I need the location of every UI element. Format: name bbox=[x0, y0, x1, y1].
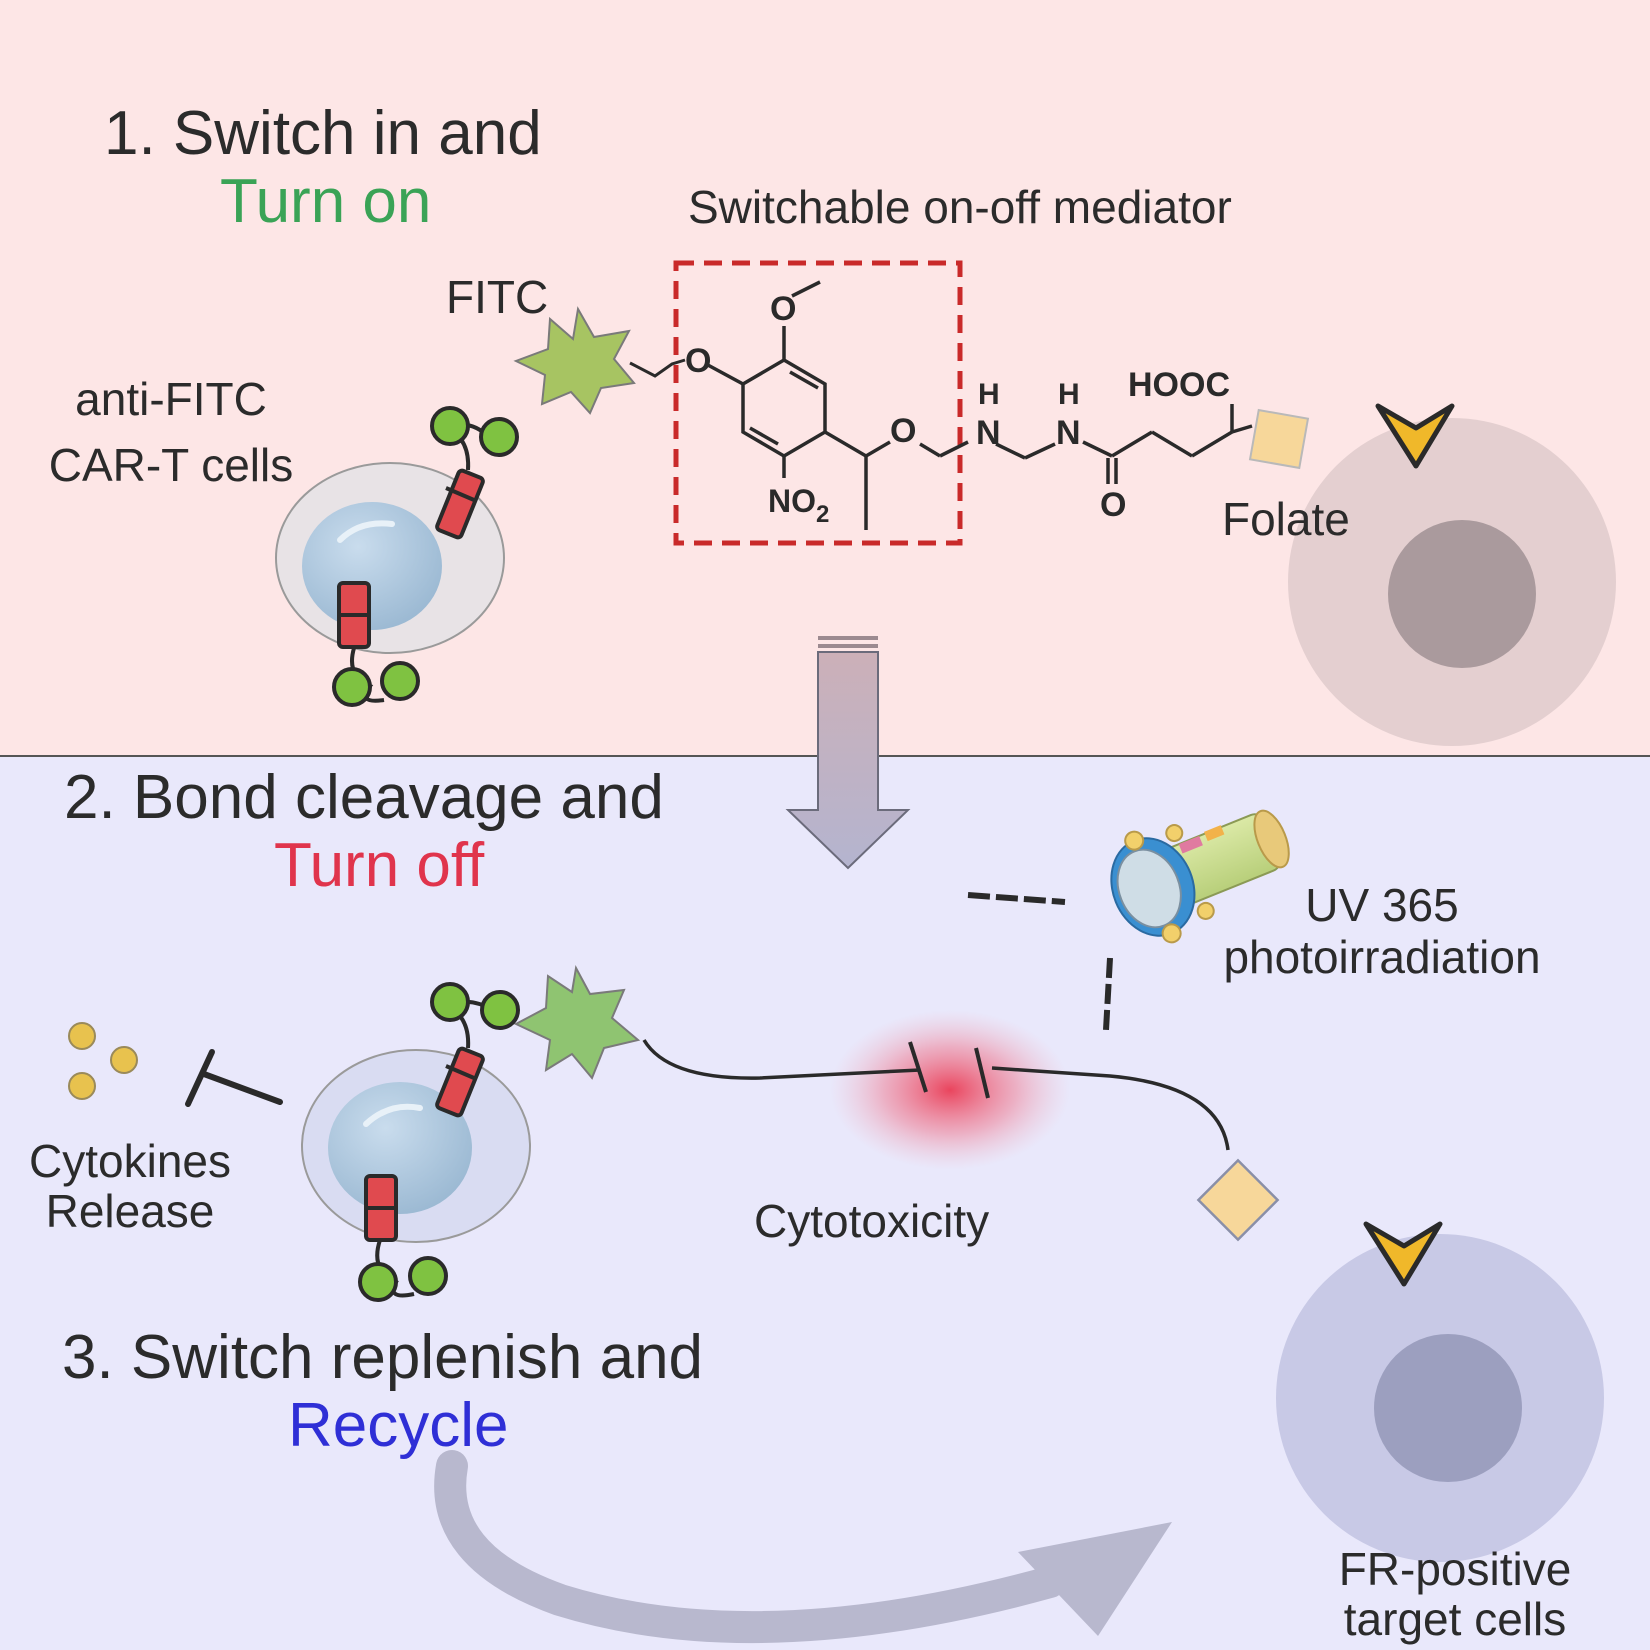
uv-beam-horizontal bbox=[967, 892, 1066, 905]
target-arrow-icon-bottom bbox=[1363, 1221, 1443, 1287]
car-t-label-line2: CAR-T cells bbox=[48, 439, 294, 491]
target-cells-label-line1: FR-positive bbox=[1338, 1543, 1572, 1595]
mediator-molecule-bonds bbox=[705, 280, 1253, 530]
car-t-label: anti-FITC CAR-T cells bbox=[38, 372, 304, 492]
cytokine-dots bbox=[68, 1022, 138, 1100]
target-cells-label: FR-positive target cells bbox=[1300, 1542, 1610, 1646]
mol-o-left: O bbox=[685, 342, 711, 380]
folate-diamond-icon-bottom bbox=[1196, 1158, 1280, 1242]
cleaved-linker-left bbox=[642, 1039, 921, 1080]
receptor-bottom-lower bbox=[358, 1174, 448, 1302]
mol-hooc: HOOC bbox=[1128, 366, 1230, 404]
target-cell-bottom bbox=[1276, 1234, 1604, 1562]
cleavage-mark-right bbox=[974, 1047, 990, 1099]
step1-status: Turn on bbox=[220, 167, 432, 236]
uv-beam-vertical bbox=[1103, 957, 1113, 1031]
uv-label-line1: UV 365 bbox=[1305, 879, 1459, 931]
step2-status: Turn off bbox=[274, 831, 485, 900]
step3-title: 3. Switch replenish and bbox=[62, 1323, 704, 1392]
car-t-label-line1: anti-FITC bbox=[75, 373, 267, 425]
step1-title: 1. Switch in and bbox=[104, 99, 542, 168]
receptor-top-upper bbox=[430, 406, 519, 540]
cytokines-label-line2: Release bbox=[45, 1185, 215, 1237]
uv-flashlight-icon bbox=[1110, 809, 1290, 944]
folate-label: Folate bbox=[1222, 493, 1350, 545]
cytokines-label: Cytokines Release bbox=[10, 1134, 250, 1238]
receptor-bottom-upper bbox=[430, 982, 520, 1118]
mediator-label: Switchable on-off mediator bbox=[688, 181, 1232, 233]
uv-label-line2: photoirradiation bbox=[1223, 931, 1541, 983]
step3-status: Recycle bbox=[288, 1391, 509, 1460]
cleaved-linker-right bbox=[991, 1066, 1230, 1151]
cytokines-label-line1: Cytokines bbox=[29, 1135, 231, 1187]
mol-n1: N bbox=[976, 414, 1001, 452]
mol-o-mid: O bbox=[890, 412, 916, 450]
cytotoxicity-glow bbox=[830, 1010, 1070, 1170]
fitc-label: FITC bbox=[446, 271, 549, 323]
recycle-arrow-icon bbox=[434, 1450, 1172, 1644]
fitc-star-icon-bottom bbox=[513, 964, 641, 1080]
cytotoxicity-label: Cytotoxicity bbox=[754, 1195, 990, 1247]
process-down-arrow bbox=[785, 636, 911, 870]
cleavable-linker-box bbox=[673, 260, 963, 546]
uv-label: UV 365 photoirradiation bbox=[1204, 878, 1560, 984]
step2-title: 2. Bond cleavage and bbox=[64, 763, 664, 832]
receptor-top-lower bbox=[332, 581, 420, 707]
mol-o-top: O bbox=[770, 290, 796, 328]
inhibition-bar-icon bbox=[185, 1049, 283, 1107]
cleavage-mark-left bbox=[908, 1041, 928, 1093]
mol-n2: N bbox=[1056, 414, 1081, 452]
target-arrow-icon-top bbox=[1375, 403, 1455, 469]
mol-h2: H bbox=[1058, 378, 1080, 411]
folate-diamond-icon bbox=[1248, 408, 1310, 470]
target-cell-top bbox=[1288, 418, 1616, 746]
car-t-cell-bottom bbox=[301, 1049, 531, 1243]
mol-no2: NO2 bbox=[768, 483, 829, 528]
mol-h1: H bbox=[978, 378, 1000, 411]
mol-o-bottom: O bbox=[1100, 486, 1126, 524]
fitc-star-icon bbox=[513, 306, 636, 415]
target-cells-label-line2: target cells bbox=[1343, 1593, 1567, 1645]
fitc-linker bbox=[629, 358, 686, 378]
